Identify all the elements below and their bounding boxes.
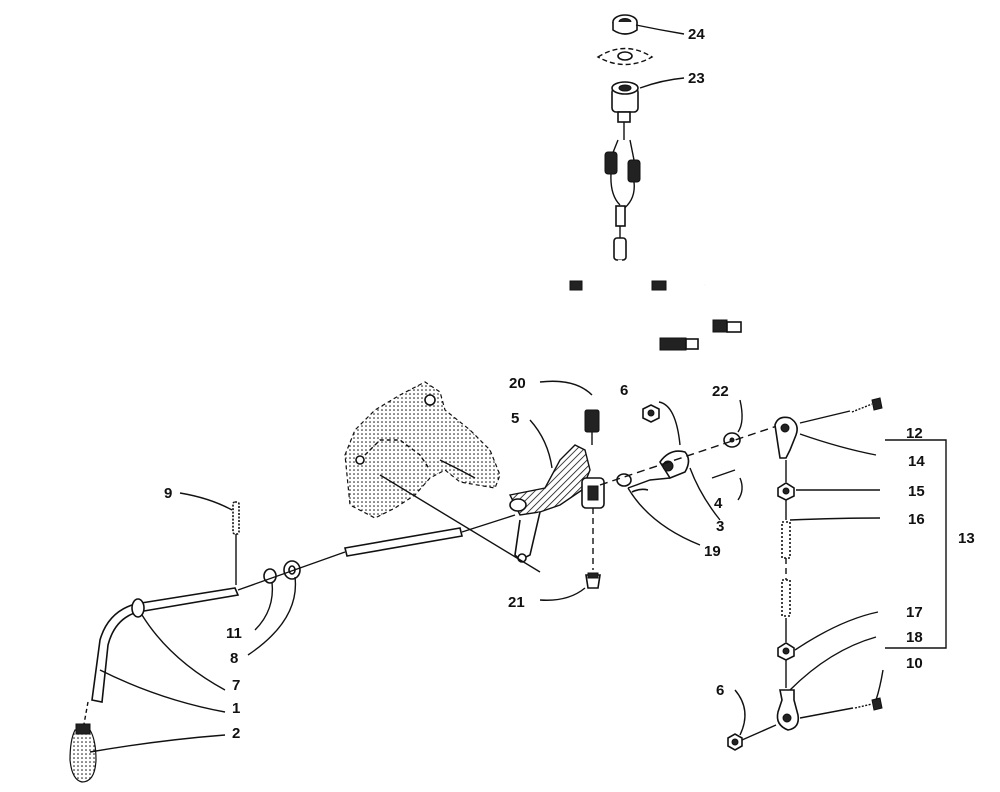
callout-11: 11 (226, 625, 242, 642)
callout-3: 3 (716, 518, 724, 535)
callout-17: 17 (906, 604, 923, 621)
callout-1: 1 (232, 700, 240, 717)
callout-14: 14 (908, 453, 925, 470)
part-20-cable (584, 337, 699, 445)
callout-9: 9 (164, 485, 172, 502)
callout-8: 8 (230, 650, 238, 667)
part-6-nut-lower (727, 724, 777, 751)
callout-22: 22 (712, 383, 729, 400)
part-9-pin (232, 501, 240, 585)
part-21-detent (581, 477, 605, 589)
callout-13: 13 (958, 530, 975, 547)
callout-4: 4 (714, 495, 723, 512)
callout-23: 23 (688, 70, 705, 87)
engine-housing-reference (344, 381, 501, 519)
part-15-nut (777, 482, 795, 501)
handle-axis-line (237, 551, 346, 591)
mounting-washer (596, 47, 654, 66)
switch-wire-leads (604, 139, 641, 261)
callout-21: 21 (508, 594, 525, 611)
shift-shaft (344, 514, 516, 557)
part-18-rod-end-lower (776, 689, 800, 731)
callout-12: 12 (906, 425, 923, 442)
callout-24: 24 (688, 26, 705, 43)
callout-2: 2 (232, 725, 240, 742)
leader-lines (89, 24, 947, 753)
part-3-clip (627, 450, 690, 493)
callout-18: 18 (906, 629, 923, 646)
callout-7: 7 (232, 677, 240, 694)
part-12-bolt (799, 397, 883, 424)
callout-10: 10 (906, 655, 923, 672)
part-8-washer (283, 560, 301, 580)
linkage-rod (379, 474, 541, 573)
part-16-threaded-rod (781, 521, 791, 617)
part-24-cap (612, 14, 638, 35)
callout-5: 5 (511, 410, 519, 427)
part-14-rod-end-upper (774, 416, 798, 459)
part-23-switch (611, 81, 639, 140)
callout-6-upper: 6 (620, 382, 628, 399)
part-6-nut-upper (642, 404, 660, 423)
assembly-axis-line (599, 424, 781, 486)
part-7-washer (131, 598, 145, 618)
part-5-shift-lever (508, 444, 591, 563)
callout-6-lower: 6 (716, 682, 724, 699)
wiring-harness (534, 259, 781, 333)
part-2-handle-grip (69, 701, 97, 783)
part-4-pin (711, 469, 736, 479)
part-17-nut (777, 642, 795, 661)
callout-20: 20 (509, 375, 526, 392)
callout-15: 15 (908, 483, 925, 500)
part-22-washer (723, 432, 741, 448)
part-10-bolt (799, 697, 883, 719)
callout-19: 19 (704, 543, 721, 560)
callout-16: 16 (908, 511, 925, 528)
part-11-washer (263, 568, 277, 584)
